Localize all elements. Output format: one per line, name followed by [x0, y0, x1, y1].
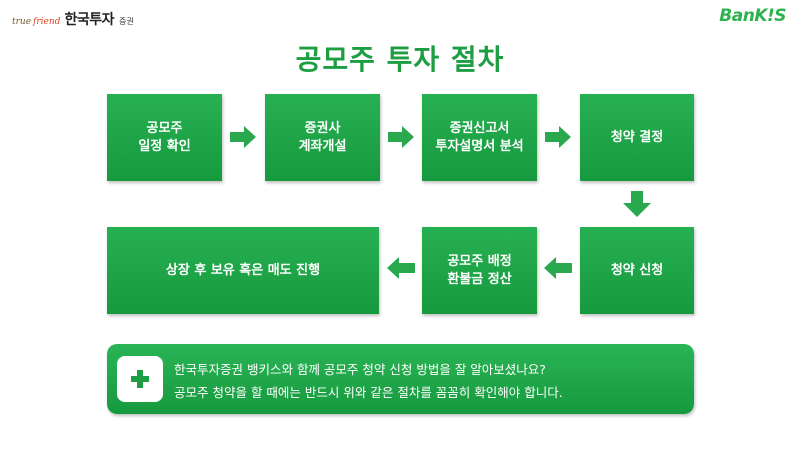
- arrow-left-icon: [387, 257, 415, 279]
- arrow-left-icon: [544, 257, 572, 279]
- info-line-2: 공모주 청약을 할 때에는 반드시 위와 같은 절차를 꼼꼼히 확인해야 합니다…: [174, 385, 563, 400]
- page-title: 공모주 투자 절차: [295, 43, 505, 76]
- logo-true-text: true: [12, 17, 32, 27]
- step-label: 청약 결정: [610, 129, 664, 145]
- step-schedule-check: 공모주 일정 확인: [107, 94, 222, 181]
- step-label: 공모주 일정 확인: [138, 120, 191, 154]
- step-label: 청약 신청: [610, 262, 664, 278]
- arrow-right-icon: [545, 126, 571, 148]
- step-listing-hold-or-sell: 상장 후 보유 혹은 매도 진행: [107, 227, 379, 314]
- step-allocation-refund: 공모주 배정 환불금 정산: [422, 227, 537, 314]
- arrow-down-icon: [623, 191, 651, 217]
- step-subscription-apply: 청약 신청: [580, 227, 694, 314]
- korea-investment-logo: true friend 한국투자 증권: [12, 9, 134, 29]
- step-account-open: 증권사 계좌개설: [265, 94, 380, 181]
- info-banner: 한국투자증권 뱅키스와 함께 공모주 청약 신청 방법을 잘 알아보셨나요? 공…: [107, 344, 694, 414]
- step-label: 증권신고서 투자설명서 분석: [435, 120, 524, 154]
- step-label: 상장 후 보유 혹은 매도 진행: [165, 262, 321, 278]
- banks-logo: BanK!S: [719, 6, 786, 26]
- logo-company-sub: 증권: [118, 17, 134, 26]
- step-label: 증권사 계좌개설: [298, 120, 347, 154]
- info-line-1: 한국투자증권 뱅키스와 함께 공모주 청약 신청 방법을 잘 알아보셨나요?: [174, 362, 546, 377]
- arrow-right-icon: [388, 126, 414, 148]
- logo-company-name: 한국투자: [64, 12, 114, 28]
- step-label: 공모주 배정 환불금 정산: [447, 253, 512, 287]
- step-prospectus-analysis: 증권신고서 투자설명서 분석: [422, 94, 537, 181]
- step-subscription-decision: 청약 결정: [580, 94, 694, 181]
- plus-icon: [117, 356, 163, 402]
- arrow-right-icon: [230, 126, 256, 148]
- logo-friend-text: friend: [33, 17, 61, 27]
